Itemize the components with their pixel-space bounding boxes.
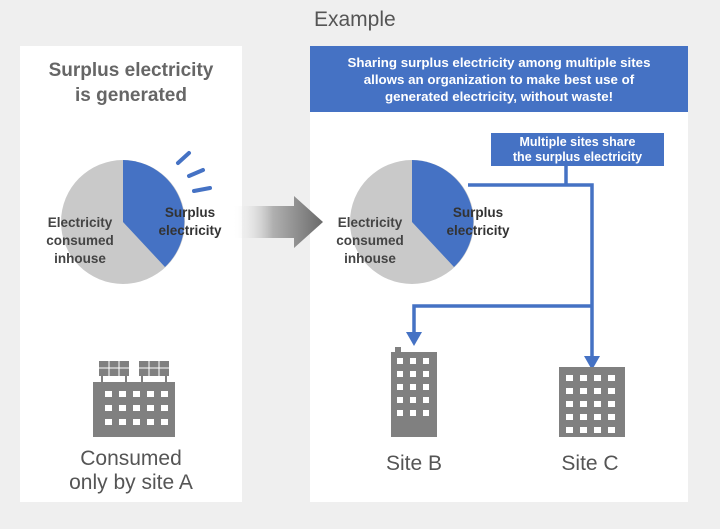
sparkle-icon: [176, 151, 212, 193]
left-consumed-line-3: inhouse: [54, 251, 106, 266]
right-surplus-line-1: Surplus: [452, 205, 504, 220]
left-heading-line-1: Surplus electricity: [48, 60, 214, 81]
left-consumed-line-2: consumed: [46, 233, 114, 248]
left-consumed-line-1: Electricity: [47, 215, 113, 230]
banner-line-3: generated electricity, without waste!: [384, 88, 614, 104]
callout-line-2: the surplus electricity: [512, 150, 643, 164]
left-surplus-line-1: Surplus: [164, 205, 216, 220]
left-pie-surplus-slice: [123, 160, 185, 267]
distribution-lines: [412, 166, 594, 358]
left-pie-consumed-label: Electricity consumed inhouse: [40, 214, 120, 268]
site-a-caption-line-2: only by site A: [69, 471, 193, 494]
site-b-building-icon: [391, 347, 437, 437]
right-pie-consumed-label: Electricity consumed inhouse: [328, 214, 412, 268]
right-consumed-line-1: Electricity: [337, 215, 403, 230]
left-heading: Surplus electricity is generated: [20, 58, 242, 108]
right-pie-surplus-label: Surplus electricity: [436, 204, 520, 240]
site-c-building-icon: [559, 367, 625, 437]
right-consumed-line-2: consumed: [336, 233, 404, 248]
site-c-caption: Site C: [561, 452, 619, 475]
site-a-caption-line-1: Consumed: [80, 447, 182, 470]
site-a-caption: Consumed only by site A: [20, 447, 242, 495]
left-pie-surplus-label: Surplus electricity: [148, 204, 232, 240]
arrow-head-site-b-icon: [406, 332, 422, 346]
left-surplus-line-2: electricity: [158, 223, 222, 238]
right-pie-chart: [350, 160, 474, 284]
right-consumed-line-3: inhouse: [344, 251, 396, 266]
right-pie-surplus-slice: [412, 160, 474, 267]
right-arrow-icon: [232, 196, 323, 248]
left-heading-line-2: is generated: [75, 85, 187, 106]
banner-line-1: Sharing surplus electricity among multip…: [347, 54, 651, 70]
callout-line-1: Multiple sites share: [519, 135, 636, 149]
solar-building-icon: [93, 361, 175, 437]
example-title: Example: [314, 8, 396, 31]
banner-line-2: allows an organization to make best use …: [363, 71, 635, 87]
site-b-caption: Site B: [385, 452, 443, 475]
callout-box: Multiple sites share the surplus electri…: [491, 133, 664, 166]
right-surplus-line-2: electricity: [446, 223, 510, 238]
banner: Sharing surplus electricity among multip…: [310, 46, 688, 112]
arrow-head-site-c-icon: [584, 356, 600, 370]
left-pie-chart: [61, 160, 185, 284]
